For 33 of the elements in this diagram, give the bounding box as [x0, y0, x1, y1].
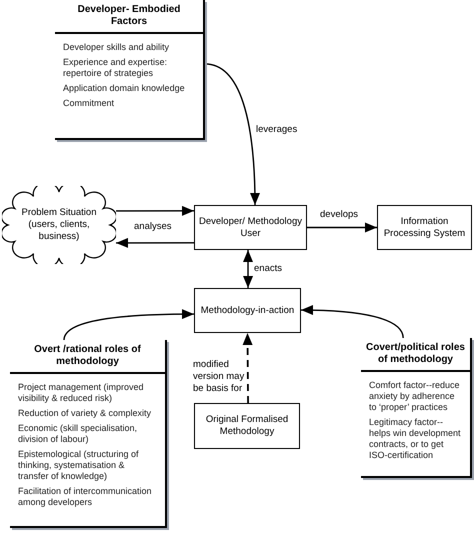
- arrow: [63, 309, 194, 340]
- list-item: Experience and expertise: repertoire of strategies: [63, 57, 168, 79]
- node-text: Problem Situation (users, clients, business): [20, 207, 98, 243]
- arrow: [204, 63, 260, 206]
- process-box: [377, 205, 472, 250]
- arrow: [301, 305, 404, 338]
- list-item: Project management (improved visibility & reduced risk): [18, 382, 145, 404]
- arrow: [242, 333, 253, 403]
- process-box: [194, 288, 301, 333]
- problem-cloud: [2, 186, 116, 264]
- process-box: [194, 403, 300, 449]
- factor-list-panel: [55, 0, 205, 140]
- panel-heading: Overt /rational roles of methodology: [10, 340, 165, 374]
- arrow: [307, 222, 377, 232]
- node-text: Developer/ Methodology User: [198, 216, 303, 240]
- list-item: Legitimacy factor--helps win development contracts, or to get ISO-certification: [369, 417, 462, 461]
- panel-heading: Developer- Embodied Factors: [55, 0, 203, 34]
- node-text: Original Formalised Methodology: [204, 414, 290, 438]
- list-item: Commitment: [63, 98, 116, 109]
- arrow: [116, 238, 194, 248]
- list-item: Epistemological (structuring of thinking, systematisation & transfer of knowledge): [18, 449, 140, 482]
- node-text: Information Processing System: [382, 216, 466, 240]
- list-item: Facilitation of intercommunication among developers: [18, 486, 153, 508]
- list-item: Application domain knowledge: [63, 83, 186, 94]
- list-item: Reduction of variety & complexity: [18, 408, 152, 419]
- list-item: Economic (skill specialisation, division of labour): [18, 423, 138, 445]
- process-box: [194, 205, 307, 250]
- arrow: [243, 250, 254, 288]
- list-item: Developer skills and ability: [63, 42, 170, 53]
- list-item: Comfort factor--reduce anxiety by adherence to ‘proper’ practices: [369, 380, 461, 413]
- panel-heading: Covert/political roles of methodology: [361, 338, 470, 372]
- arrow: [116, 206, 194, 216]
- node-text: Methodology-in-action: [200, 304, 294, 316]
